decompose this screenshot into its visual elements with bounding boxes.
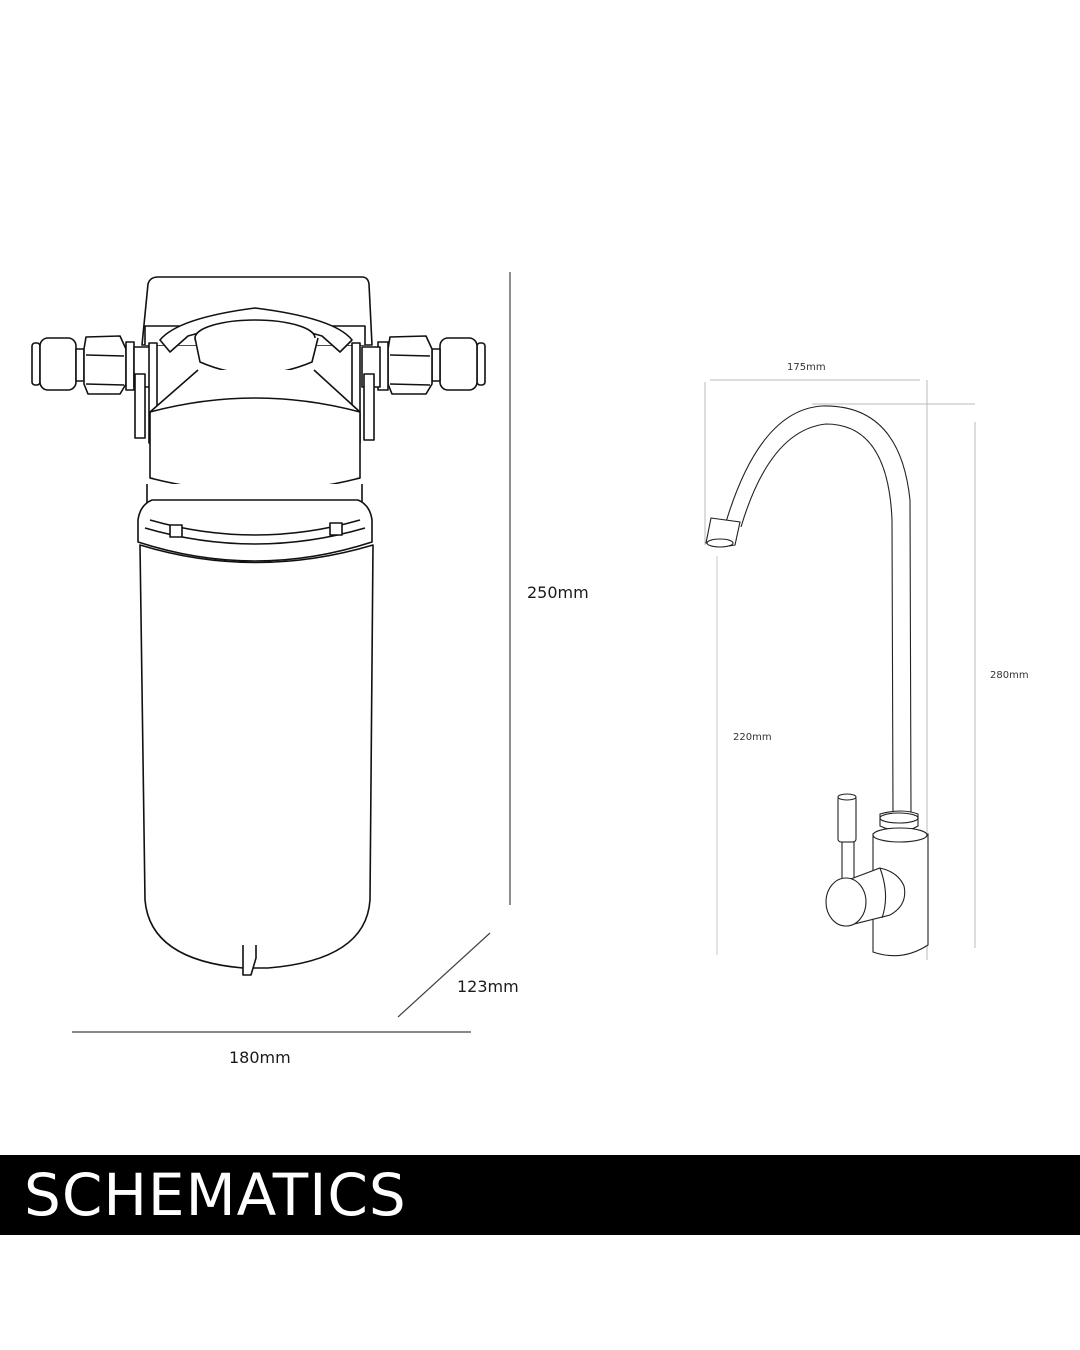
faucet-total-height-label: 280mm: [990, 670, 1029, 681]
faucet-reach-label: 175mm: [787, 362, 826, 373]
banner-title: SCHEMATICS: [24, 1161, 407, 1229]
section-banner: SCHEMATICS: [0, 1155, 1080, 1235]
faucet-spout-height-label: 220mm: [733, 732, 772, 743]
filter-illustration: [31, 276, 486, 976]
filter-width-label: 180mm: [229, 1048, 291, 1067]
faucet-dimension-lines: [704, 379, 976, 960]
filter-height-label: 250mm: [527, 583, 589, 602]
filter-depth-label: 123mm: [457, 977, 519, 996]
filter-dimension-lines: [72, 272, 511, 1033]
faucet-illustration: [705, 405, 929, 957]
